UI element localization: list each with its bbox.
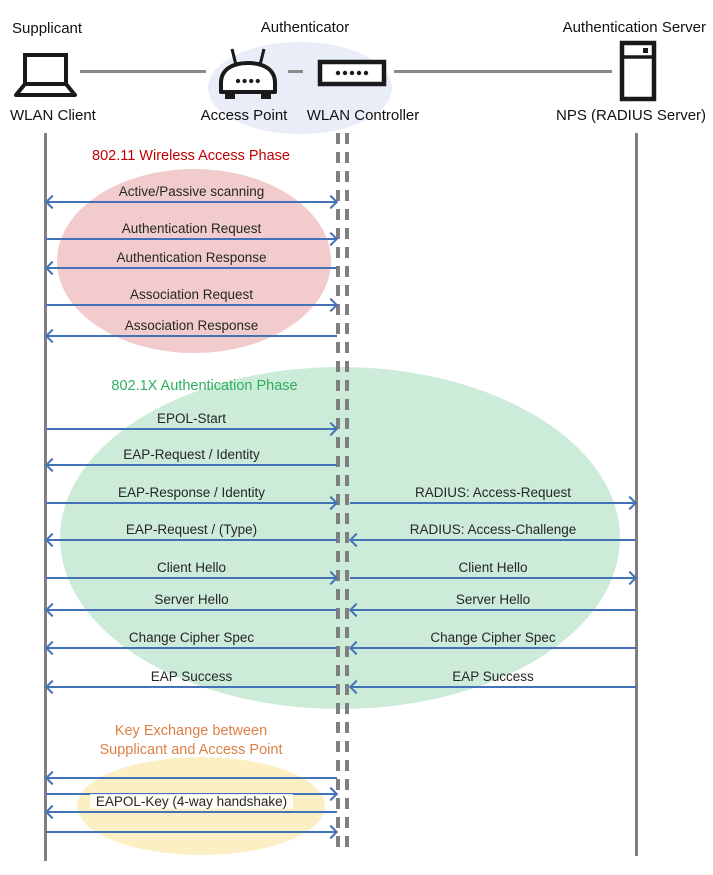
message-label: EPOL-Start [156,411,227,426]
message-label: Authentication Request [121,221,262,236]
message-label: Client Hello [156,560,227,575]
label-access-point: Access Point [200,107,288,124]
message-label: Server Hello [455,592,531,607]
message-arrow: Client Hello [46,560,337,579]
message-arrow: Server Hello [350,592,636,611]
label-nps-radius-server: NPS (RADIUS Server) [556,107,707,124]
lifeline-wlan-client [44,133,47,861]
message-label: EAPOL-Key (4-way handshake) [89,794,294,809]
phase1-title: 802.11 Wireless Access Phase [92,148,290,164]
message-label: EAP-Request / (Type) [125,522,258,537]
message-label: EAP-Response / Identity [117,485,266,500]
message-arrow: EAP-Request / Identity [46,447,337,466]
message-arrow: Association Request [46,287,337,306]
message-arrow: EAP-Response / Identity [46,485,337,504]
label-wlan-client: WLAN Client [10,107,96,124]
message-label: EAP Success [452,669,534,684]
message-arrow: RADIUS: Access-Challenge [350,522,636,541]
message-label: RADIUS: Access-Request [414,485,572,500]
message-arrow: Server Hello [46,592,337,611]
message-arrow: EAP Success [46,669,337,688]
message-arrow: Change Cipher Spec [46,630,337,649]
phase3-title: Key Exchange between Supplicant and Acce… [99,723,283,758]
role-authenticator: Authenticator [260,19,350,36]
message-arrow: Client Hello [350,560,636,579]
role-authentication-server: Authentication Server [562,19,706,36]
phase1-ellipse [57,169,331,353]
message-arrow: EAPOL-Key (4-way handshake) [46,794,337,813]
message-label: Change Cipher Spec [430,630,556,645]
message-arrow: EPOL-Start [46,411,337,430]
message-label: EAP-Request / Identity [123,447,260,462]
message-arrow: RADIUS: Access-Request [350,485,636,504]
message-arrow: Authentication Response [46,250,337,269]
message-label: Authentication Response [116,250,267,265]
server-icon [619,40,657,102]
connector-client-ap [80,70,206,73]
lifeline-controller-dash-right [345,133,349,852]
phase2-title: 802.1X Authentication Phase [111,378,298,394]
message-arrow [46,777,337,779]
connector-ap-controller [288,70,303,73]
message-arrow: Authentication Request [46,221,337,240]
laptop-icon [12,52,78,100]
access-point-icon [212,46,284,106]
message-label: Client Hello [458,560,528,575]
connector-controller-server [394,70,612,73]
message-label: Association Response [124,318,259,333]
message-label: Association Request [129,287,254,302]
role-supplicant: Supplicant [12,20,83,37]
message-label: RADIUS: Access-Challenge [409,522,577,537]
message-arrow [46,831,337,833]
message-arrow: Active/Passive scanning [46,184,337,203]
message-label: EAP Success [150,669,233,684]
message-arrow: EAP Success [350,669,636,688]
message-label: Server Hello [154,592,229,607]
wlan-controller-icon [317,58,387,88]
message-arrow: Change Cipher Spec [350,630,636,649]
message-label: Change Cipher Spec [128,630,255,645]
message-arrow: Association Response [46,318,337,337]
phase2-ellipse [60,367,620,709]
lifeline-radius-server [635,133,638,856]
message-arrow: EAP-Request / (Type) [46,522,337,541]
lifeline-controller-dash-left [336,133,340,852]
label-wlan-controller: WLAN Controller [306,107,420,124]
message-label: Active/Passive scanning [118,184,265,199]
